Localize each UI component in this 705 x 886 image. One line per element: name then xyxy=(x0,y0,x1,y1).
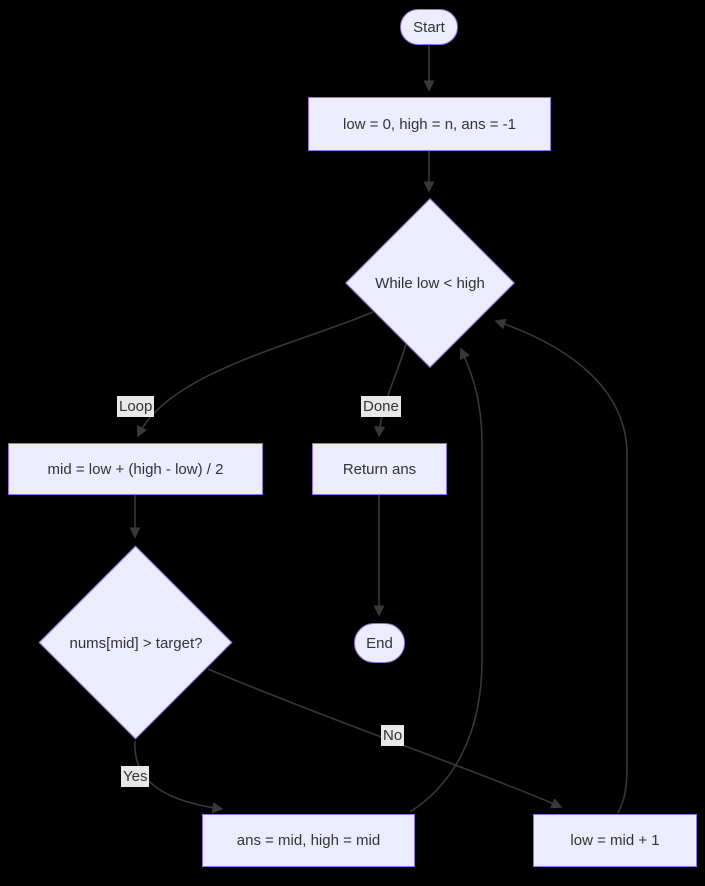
edge-label-done: Done xyxy=(361,396,401,417)
node-init-label: low = 0, high = n, ans = -1 xyxy=(342,115,517,133)
node-end: End xyxy=(354,623,405,663)
node-mid-label: mid = low + (high - low) / 2 xyxy=(47,460,224,478)
edge-label-yes: Yes xyxy=(121,766,150,787)
node-advance: low = mid + 1 xyxy=(533,814,697,867)
node-end-label: End xyxy=(366,634,393,652)
node-assign: ans = mid, high = mid xyxy=(202,814,415,867)
node-return-ans-label: Return ans xyxy=(342,460,417,478)
edge-while-to-mid-loop xyxy=(136,311,374,438)
node-init: low = 0, high = n, ans = -1 xyxy=(308,97,551,151)
edge-while-to-return-done xyxy=(374,343,407,438)
node-start: Start xyxy=(400,9,458,45)
node-advance-label: low = mid + 1 xyxy=(570,832,660,849)
edge-assign-to-while xyxy=(409,347,483,813)
diamond-while-loop-label: While low < high xyxy=(375,274,485,292)
edge-advance-to-while xyxy=(494,318,628,814)
node-mid: mid = low + (high - low) / 2 xyxy=(8,443,263,495)
edge-check-to-assign-yes xyxy=(134,740,224,814)
node-return-ans: Return ans xyxy=(312,443,447,495)
edge-label-loop: Loop xyxy=(117,396,155,417)
edge-label-no: No xyxy=(381,725,405,746)
diamond-check-label: nums[mid] > target? xyxy=(69,634,203,652)
node-assign-label: ans = mid, high = mid xyxy=(236,832,381,849)
node-start-label: Start xyxy=(413,18,445,36)
